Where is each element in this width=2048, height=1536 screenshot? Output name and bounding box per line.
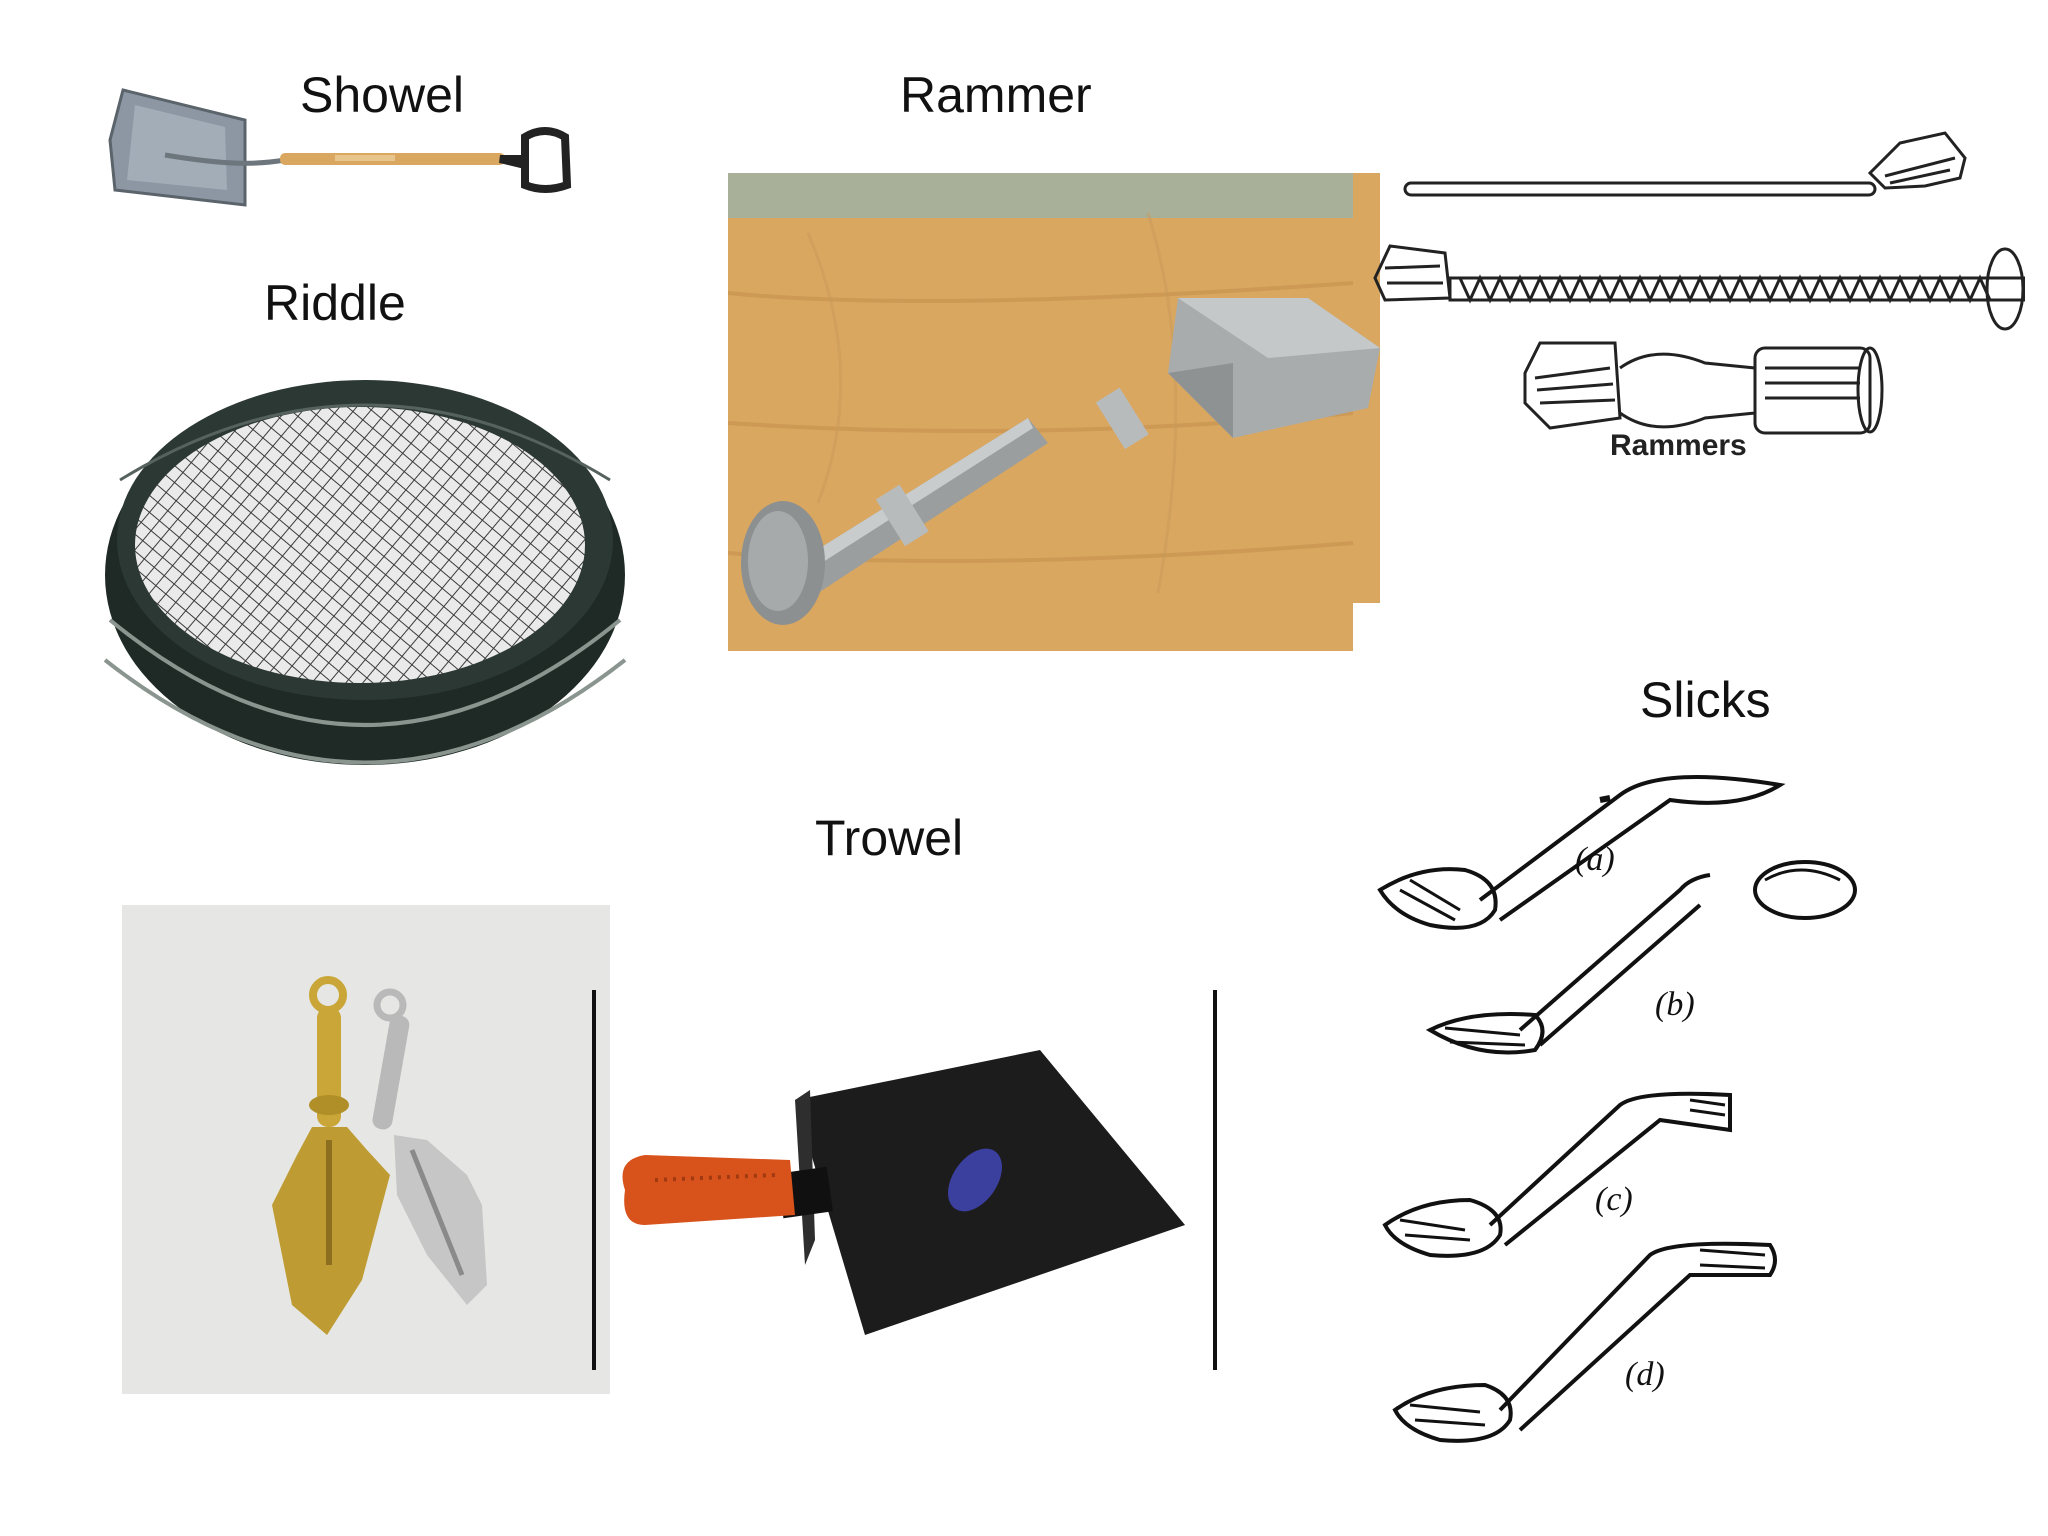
rammers-sketch-icon: Rammers [1373,131,2025,462]
label-riddle: Riddle [264,275,406,331]
rammers-caption: Rammers [1610,429,1747,462]
label-rammer: Rammer [900,67,1092,123]
riddle-sieve-icon [103,380,627,765]
label-showel: Showel [300,67,464,123]
slick-caption-b: (b) [1655,986,1695,1023]
trowel-left-rule [592,990,596,1370]
shovel-icon [108,88,572,207]
slick-caption-c: (c) [1595,1181,1633,1218]
trowel-right-rule [1213,990,1217,1370]
rammer-photo-icon [728,173,1380,651]
hand-trowel-pair-icon [122,905,610,1394]
label-slicks: Slicks [1640,672,1771,728]
label-trowel: Trowel [815,810,964,866]
slick-caption-d: (d) [1625,1356,1665,1393]
slicks-sketch-icon: (a) (b) (c) (d) [1377,775,1857,1443]
trowel-icon [622,1050,1185,1335]
slick-caption-a: (a) [1575,841,1615,878]
